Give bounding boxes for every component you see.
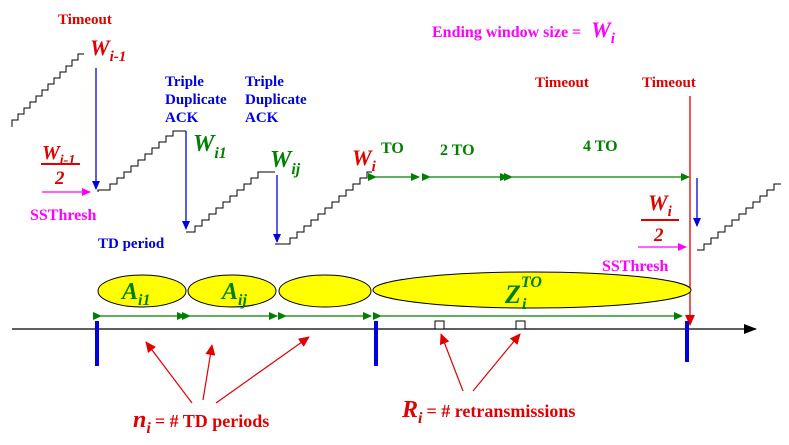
staircase-after-timeout [97,130,186,192]
timeout-right-label: Timeout [642,75,696,91]
w-ij-base: W [270,147,293,173]
a-ij-base: A [220,279,238,305]
triple-dup-ack-2: Triple Duplicate ACK [245,74,310,126]
a-i1-base: A [120,279,138,305]
triple2-line3: ACK [245,110,279,126]
w-i-base: W [352,145,373,170]
ssthresh-left-label: SSThresh [30,207,97,224]
ending-window-sub: i [611,31,616,47]
ellipse-a-i1 [97,274,187,308]
ssthresh-right-label: SSThresh [602,258,669,275]
drop-arrows [92,68,701,243]
fraction-left-numerator: Wi-1 [42,142,75,168]
r-base: R [401,397,418,423]
z-base: Z [504,280,521,309]
period-ellipses [97,271,692,309]
fraction-right-numerator: Wi [648,190,673,220]
pointer-r-1 [439,333,464,392]
pointer-n-1 [145,341,193,404]
retransmission-box-2 [515,320,526,330]
r-rest: = # retransmissions [426,401,575,421]
a-i1-label: Ai1 [120,279,150,309]
ending-window-prefix: Ending window size = [432,24,581,41]
timeout-mid-label: Timeout [535,75,589,91]
triple2-line1: Triple [245,74,284,90]
z-sup: TO [521,274,542,291]
pointer-arrows [145,333,521,404]
staircase-initial [11,53,84,127]
triple1-line1: Triple [165,74,204,90]
staircase-group [11,53,781,251]
w-i-sub: i [372,159,377,175]
to1-label: TO [381,140,404,157]
w-i1-label: Wi1 [193,131,227,162]
a-ij-sub: ij [238,292,247,309]
n-i-label: ni= # TD periods [133,407,269,437]
triple1-line2: Duplicate [165,92,227,108]
fraction-left-denominator: 2 [54,168,65,189]
z-to-label: ZTO [504,274,542,309]
w-i1-sub: i1 [214,145,226,162]
fraction-right-denominator: 2 [653,225,664,246]
w-ij-sub: ij [291,161,300,178]
staircase-final [697,183,781,251]
to4-label: 4 TO [583,138,618,155]
a-ij-label: Aij [220,279,247,309]
n-sub: i [146,420,151,437]
w-i-minus-1-base: W [90,35,111,60]
retransmission-box-1 [434,320,445,330]
triple-dup-ack-1: Triple Duplicate ACK [165,74,230,126]
r-i-label: Ri= # retransmissions [401,397,575,427]
ellipse-z-to [372,271,692,309]
w-ij-label: Wij [270,147,301,178]
ellipse-a-ij [187,274,277,308]
w-i-minus-1-label: Wi-1 [90,35,126,65]
z-sub-label: i [522,296,527,313]
frac-left-num-sub: i-1 [60,153,76,168]
w-i-minus-1-sub: i-1 [110,49,127,65]
triple1-line3: ACK [165,110,199,126]
w-i1-base: W [193,131,216,157]
n-base: n [133,407,146,433]
pointer-n-3 [215,336,310,404]
triple2-line2: Duplicate [245,92,307,108]
staircase-after-td1 [186,171,275,233]
timeout-left-label: Timeout [58,12,112,28]
frac-right-num-sub: i [668,204,673,220]
frac-right-num-base: W [648,190,669,215]
r-sub: i [418,410,423,427]
td-period-label: TD period [98,236,165,252]
pointer-r-2 [472,333,521,392]
ending-window-base: W [591,17,612,42]
w-i-label: Wi [352,145,377,175]
pointer-n-2 [202,344,216,401]
frac-left-num-base: W [42,142,61,164]
axis-ticks [95,321,689,366]
a-i1-sub: i1 [138,292,150,309]
staircase-after-td2 [275,171,372,245]
to2-label: 2 TO [440,142,475,159]
n-rest: = # TD periods [155,411,269,431]
ellipse-td-period [278,274,372,308]
ending-window-label: Ending window size = Wi [432,17,616,47]
